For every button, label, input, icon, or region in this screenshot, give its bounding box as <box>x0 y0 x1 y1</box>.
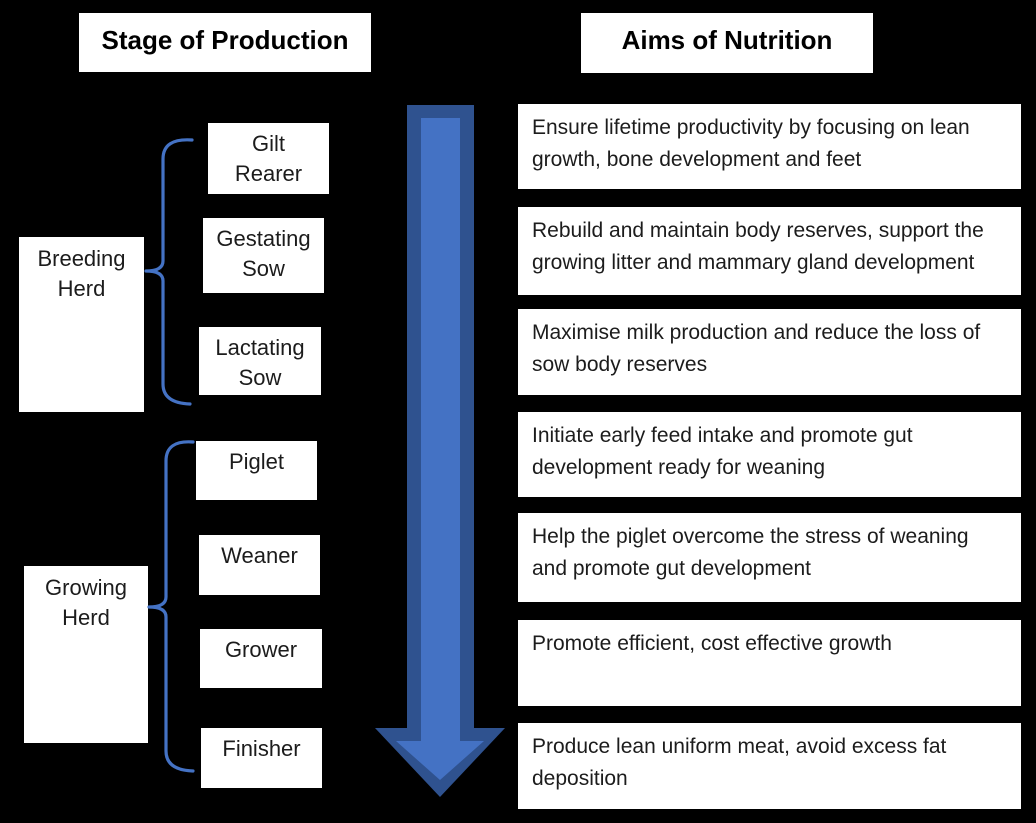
aim-box-lactating-sow: Maximise milk production and reduce the … <box>518 309 1021 395</box>
stage-of-production-header: Stage of Production <box>79 13 371 72</box>
aim-box-weaner: Help the piglet overcome the stress of w… <box>518 513 1021 602</box>
stage-box-gestating-sow: Gestating Sow <box>203 218 324 293</box>
aim-box-finisher: Produce lean uniform meat, avoid excess … <box>518 723 1021 809</box>
stage-box-grower: Grower <box>200 629 322 688</box>
stage-box-piglet: Piglet <box>196 441 317 500</box>
breeding-herd-box: Breeding Herd <box>19 237 144 412</box>
growing-herd-brace <box>147 440 195 773</box>
stage-box-lactating-sow: Lactating Sow <box>199 327 321 395</box>
stage-box-gilt-rearer: Gilt Rearer <box>208 123 329 194</box>
down-arrow-outline-shape <box>375 105 505 797</box>
aims-of-nutrition-header: Aims of Nutrition <box>581 13 873 73</box>
aim-box-piglet: Initiate early feed intake and promote g… <box>518 412 1021 497</box>
aim-box-gestating-sow: Rebuild and maintain body reserves, supp… <box>518 207 1021 295</box>
breeding-herd-brace <box>144 138 194 406</box>
stage-box-finisher: Finisher <box>201 728 322 788</box>
aim-box-grower: Promote efficient, cost effective growth <box>518 620 1021 706</box>
down-arrow-fill-shape <box>396 118 484 780</box>
aim-box-gilt-rearer: Ensure lifetime productivity by focusing… <box>518 104 1021 189</box>
stage-box-weaner: Weaner <box>199 535 320 595</box>
growing-herd-box: Growing Herd <box>24 566 148 743</box>
